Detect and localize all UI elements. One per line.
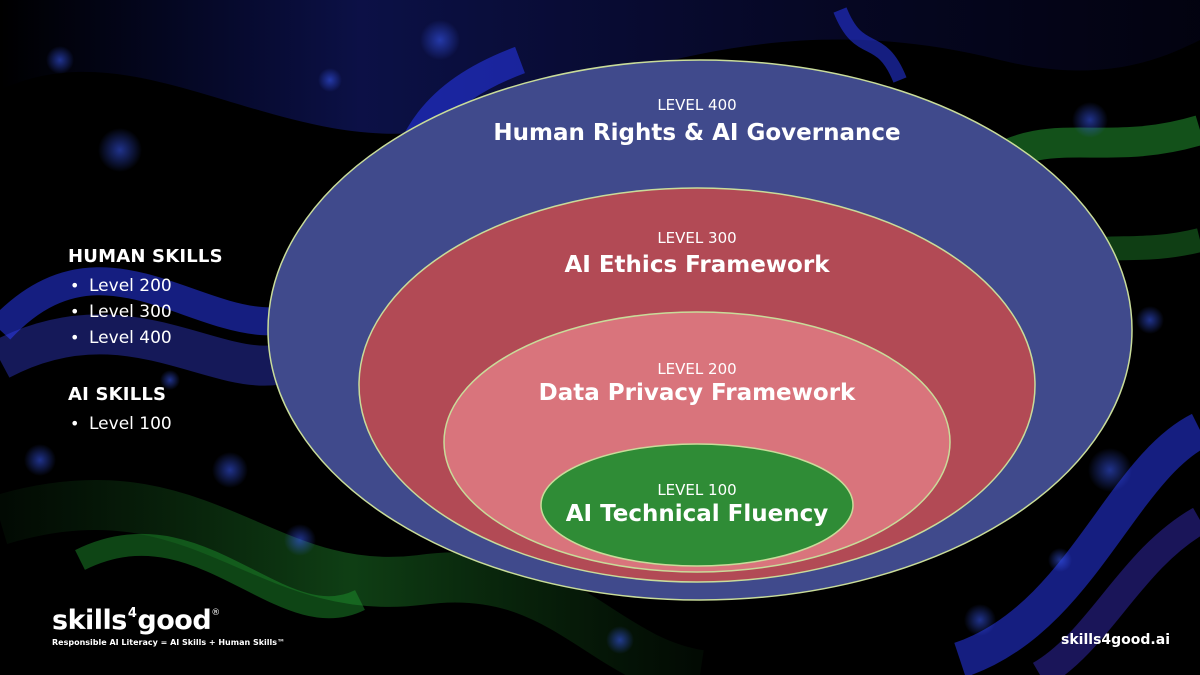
level-300-code: LEVEL 300	[657, 229, 736, 247]
human-skills-list: Level 200 Level 300 Level 400	[68, 273, 288, 351]
ai-skills-list: Level 100	[68, 411, 288, 437]
brand-tagline: Responsible AI Literacy = AI Skills + Hu…	[52, 638, 286, 647]
level-400-title: Human Rights & AI Governance	[493, 120, 900, 146]
brand-registered-mark: ®	[211, 608, 220, 618]
list-item: Level 400	[70, 325, 288, 351]
brand-name-part3: good	[137, 605, 212, 636]
human-skills-heading: HUMAN SKILLS	[68, 246, 223, 267]
skills-panel: HUMAN SKILLS Level 200 Level 300 Level 4…	[68, 246, 288, 470]
ai-skills-heading: AI SKILLS	[68, 384, 167, 405]
level-100-code: LEVEL 100	[657, 481, 736, 499]
human-skills-group: HUMAN SKILLS Level 200 Level 300 Level 4…	[68, 246, 288, 351]
brand-name-part1: skills	[52, 605, 127, 636]
ai-skills-group: AI SKILLS Level 100	[68, 384, 288, 437]
list-item: Level 200	[70, 273, 288, 299]
level-200-title: Data Privacy Framework	[539, 380, 856, 406]
site-url: skills4good.ai	[1061, 632, 1170, 648]
level-100-title: AI Technical Fluency	[566, 501, 828, 527]
brand-wordmark: skills4good®	[52, 598, 285, 636]
level-300-title: AI Ethics Framework	[564, 252, 830, 278]
level-200-code: LEVEL 200	[657, 360, 736, 378]
brand-name-part2: 4	[127, 606, 137, 621]
level-400-code: LEVEL 400	[657, 96, 736, 114]
level-100-ellipse	[540, 443, 854, 567]
brand-logo: skills4good® Responsible AI Literacy = A…	[52, 598, 286, 648]
list-item: Level 100	[70, 411, 288, 437]
list-item: Level 300	[70, 299, 288, 325]
